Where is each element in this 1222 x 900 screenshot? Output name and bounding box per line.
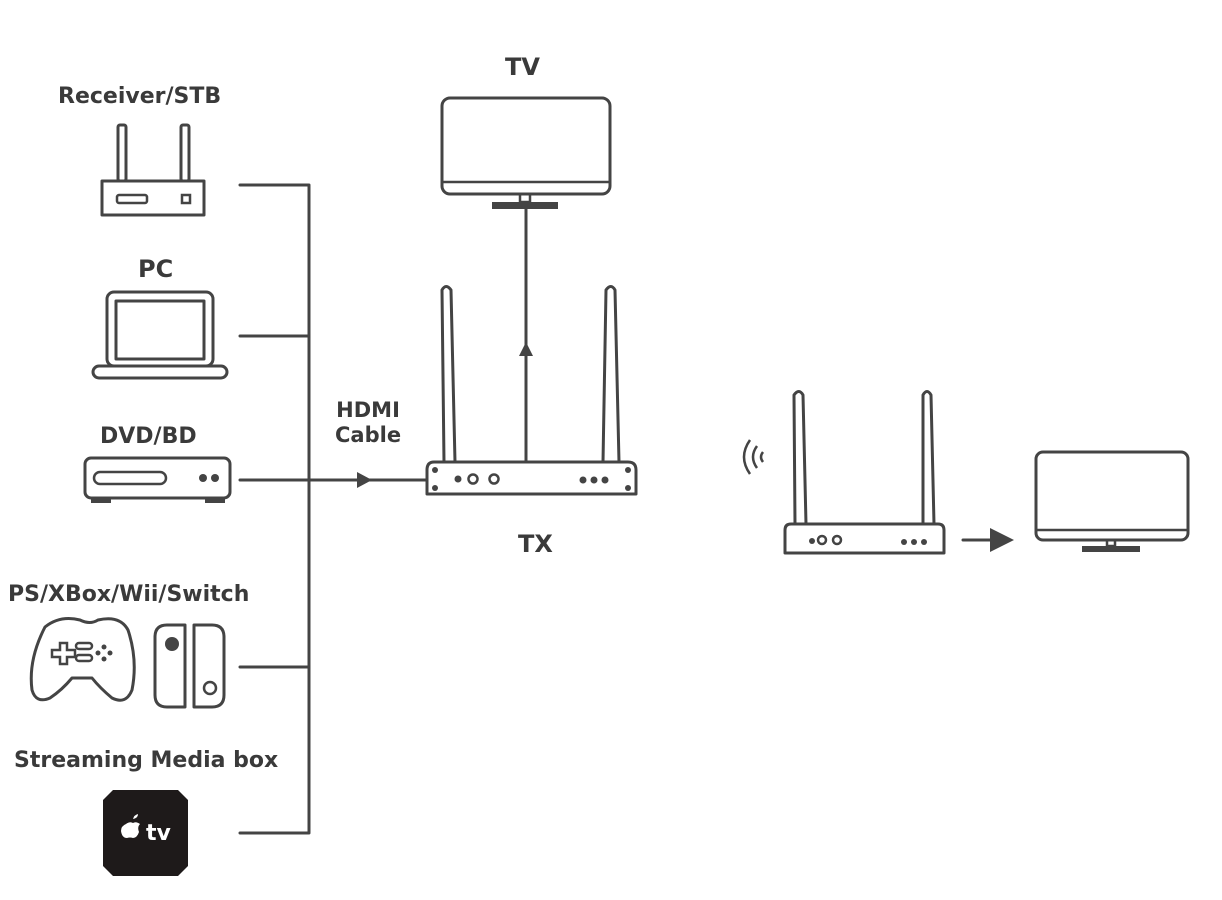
hdmi-cable-label-line1: HDMI — [336, 398, 400, 422]
tv-label: TV — [505, 53, 540, 81]
up-arrow-icon — [519, 342, 533, 356]
hdmi-arrow-icon — [357, 472, 372, 488]
remote-tv-icon — [1034, 450, 1190, 552]
dvd-bd-label: DVD/BD — [100, 424, 197, 449]
hdmi-cable-label-line2: Cable — [335, 423, 402, 448]
dvd-player-icon — [83, 456, 232, 503]
wireless-signal-icon — [742, 439, 765, 475]
source-bus-lines — [238, 183, 429, 835]
receiver-stb-label: Receiver/STB — [58, 84, 222, 109]
transmitter-icon — [425, 285, 638, 496]
tv-icon — [440, 96, 612, 209]
receiver-icon — [100, 123, 206, 217]
gamepad-icon — [29, 617, 136, 702]
switch-console-icon — [153, 623, 226, 709]
receiver-unit-icon — [783, 390, 946, 555]
laptop-icon — [91, 290, 229, 380]
game-console-label: PS/XBox/Wii/Switch — [8, 582, 250, 607]
apple-tv-icon: tv — [103, 790, 188, 876]
right-arrow-icon — [990, 528, 1014, 552]
tx-label: TX — [518, 530, 553, 558]
hdmi-cable-label: HDMI Cable — [335, 398, 401, 448]
pc-label: PC — [138, 255, 174, 283]
streaming-media-box-label: Streaming Media box — [14, 748, 279, 773]
apple-tv-text: tv — [146, 821, 172, 846]
